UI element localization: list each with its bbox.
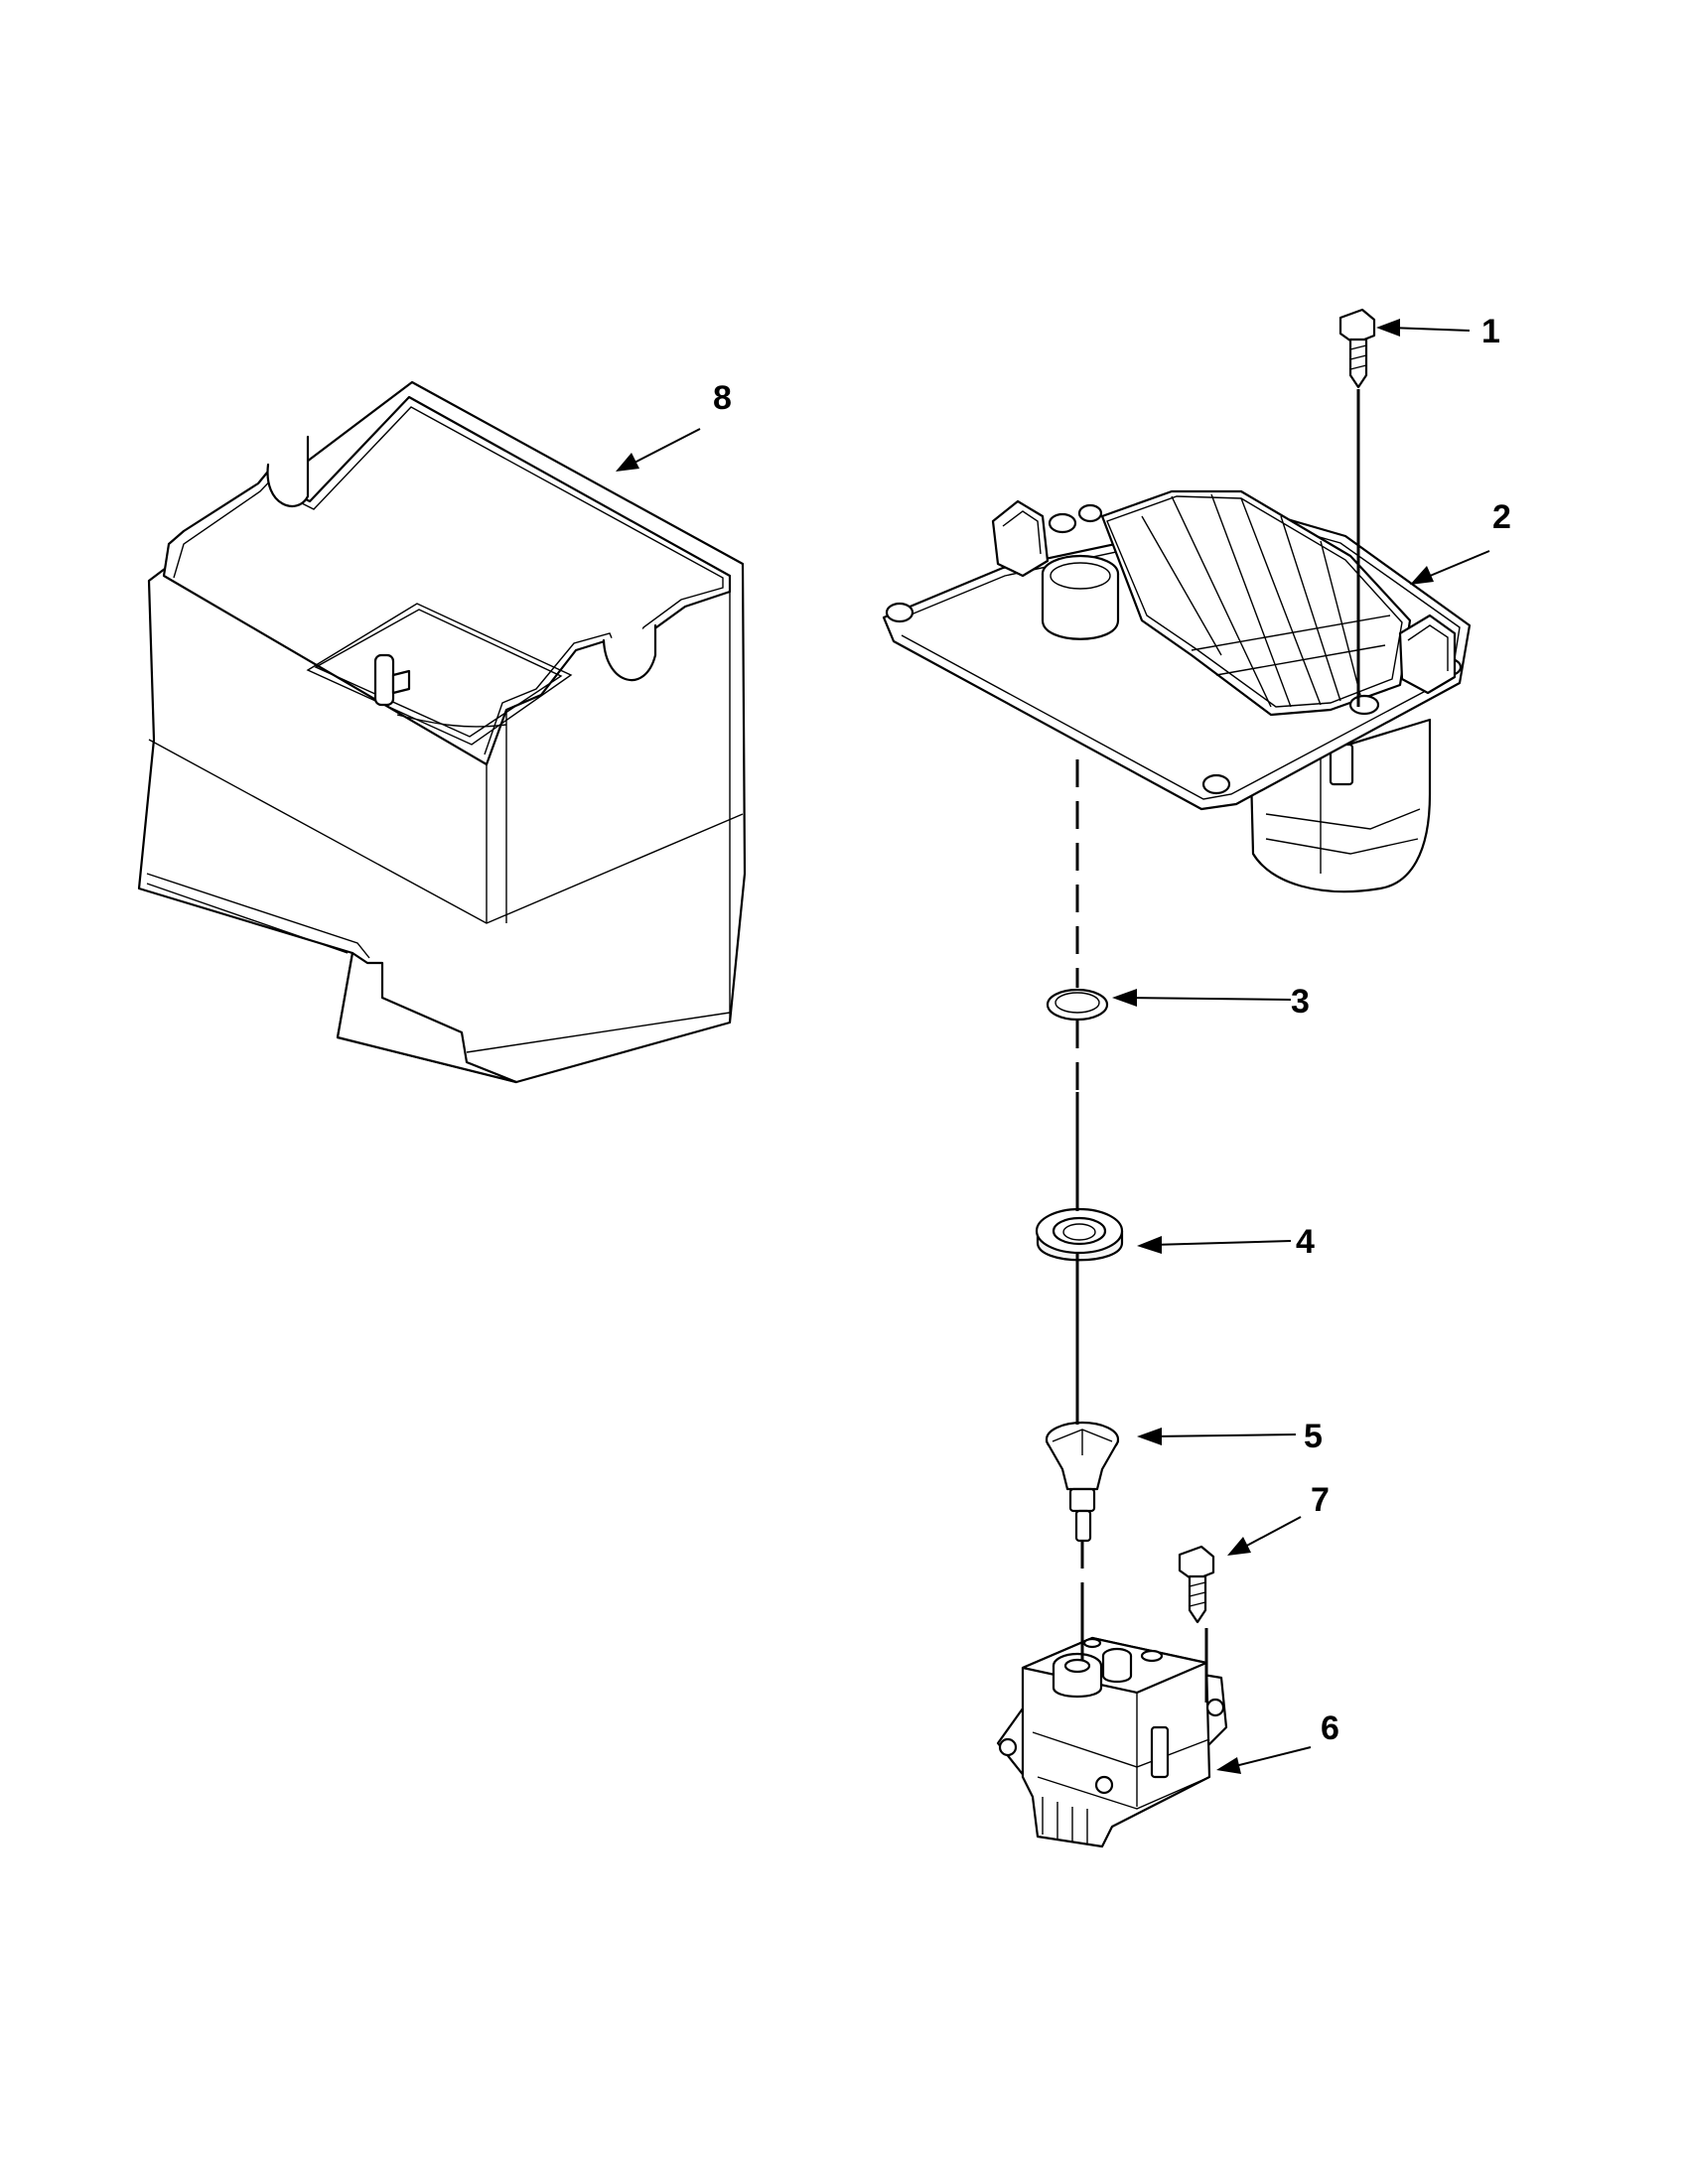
callout-3: 3 — [1291, 983, 1310, 1021]
callout-2: 2 — [1492, 498, 1511, 536]
callout-6: 6 — [1321, 1709, 1339, 1747]
callout-1: 1 — [1481, 313, 1500, 350]
assembly-axes — [1075, 389, 1360, 1703]
callout-leaders — [616, 319, 1490, 1774]
ice-chute-housing-part — [882, 489, 1472, 893]
coupler-part — [1045, 1421, 1120, 1543]
ice-bucket-part — [137, 380, 747, 1084]
callout-8: 8 — [713, 379, 732, 417]
callout-5: 5 — [1304, 1418, 1323, 1455]
callout-4: 4 — [1296, 1223, 1315, 1261]
screw-1-part — [1338, 308, 1376, 389]
ring-part — [1046, 988, 1109, 1022]
bearing-part — [1035, 1207, 1124, 1262]
callout-labels: 1 2 3 4 5 6 7 8 — [713, 313, 1511, 1747]
auger-motor-part — [996, 1636, 1228, 1848]
callout-7: 7 — [1311, 1481, 1330, 1519]
screw-7-part — [1178, 1545, 1215, 1624]
